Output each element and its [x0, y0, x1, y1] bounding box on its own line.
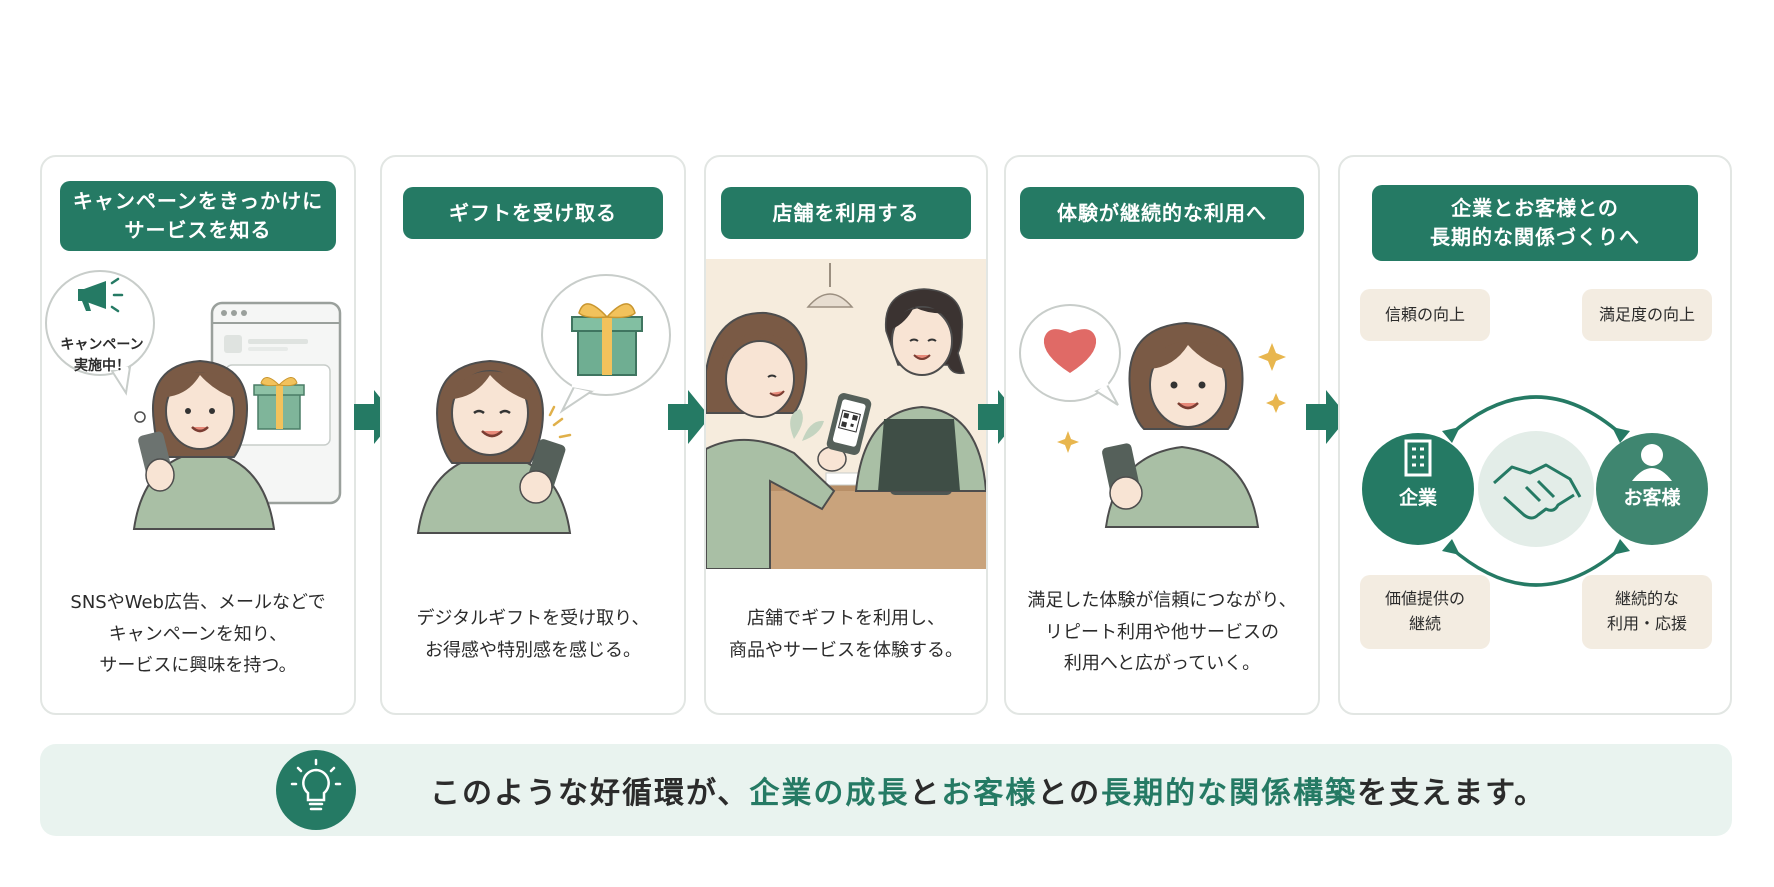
woman-figure [132, 359, 276, 530]
step-card-2: ギフトを受け取る デジタルギフトを受け取り、 お得感や特別感を感 [380, 155, 686, 715]
staff-figure [854, 288, 986, 492]
company-label: 企業 [1398, 487, 1437, 509]
summary-text: このような好循環が、企業の成長とお客様との長期的な関係構築を支えます。 [430, 744, 1546, 836]
step-illustration-gift [416, 274, 671, 534]
summary-highlight: 企業の成長 [749, 776, 910, 811]
customer-label: お客様 [1623, 487, 1681, 509]
step-card-1: キャンペーンをきっかけに サービスを知る [40, 155, 356, 715]
tag-continued-support: 継続的な 利用・応援 [1582, 575, 1712, 649]
handshake-icon [1493, 463, 1582, 520]
counter [746, 481, 986, 569]
step-title: 企業とお客様との 長期的な関係づくりへ [1372, 185, 1698, 261]
woman-figure [416, 359, 572, 534]
step-description: 店舗でギフトを利用し、 商品やサービスを体験する。 [729, 608, 963, 661]
step-description: SNSやWeb広告、メールなどで キャンペーンを知り、 サービスに興味を持つ。 [70, 592, 326, 676]
qr-code-icon [837, 409, 861, 433]
person-icon [1632, 444, 1672, 481]
customer-figure [706, 311, 847, 569]
tag-value-continuation: 価値提供の 継続 [1360, 575, 1490, 649]
summary-highlight: お客様 [941, 776, 1038, 811]
step-title: 店舗を利用する [721, 187, 971, 239]
customer-node [1596, 433, 1708, 545]
plant-icon [790, 409, 824, 441]
arrow-right-icon [354, 390, 396, 444]
step-illustration-repeat [1019, 304, 1286, 528]
sparkle-icon [1057, 343, 1286, 453]
company-node [1362, 433, 1474, 545]
summary-part: と [909, 776, 942, 811]
step-card-4: 体験が継続的な利用へ 満足した体験が信頼につながり、 リピート利用や他サービスの [1004, 155, 1320, 715]
step-card-3: 店舗を利用する [704, 155, 988, 715]
step-description: デジタルギフトを受け取り、 お得感や特別感を感じる。 [416, 608, 650, 661]
step-title: キャンペーンをきっかけに サービスを知る [60, 181, 336, 251]
cycle-arrow-top [1448, 395, 1624, 437]
lightbulb-icon [276, 750, 356, 830]
summary-highlight: 長期的な関係構築 [1101, 776, 1358, 811]
summary-part: を支えます。 [1357, 776, 1547, 811]
summary-part: このような好循環が、 [430, 776, 750, 811]
summary-banner: このような好循環が、企業の成長とお客様との長期的な関係構築を支えます。 [40, 744, 1732, 836]
step-illustration-campaign [45, 270, 342, 530]
relationship-cycle-diagram [1362, 395, 1708, 587]
speech-bubble [45, 270, 155, 396]
step-title: ギフトを受け取る [403, 187, 663, 239]
bubble-text: キャンペーン 実施中！ [60, 337, 144, 374]
gift-icon [571, 303, 643, 376]
step-description: 満足した体験が信頼につながり、 リピート利用や他サービスの 利用へと広がっていく… [1027, 590, 1297, 674]
gift-icon [253, 377, 305, 430]
summary-part: との [1037, 776, 1102, 811]
woman-figure [1102, 321, 1260, 528]
cycle-arrow-bottom [1448, 545, 1624, 587]
center-circle [1478, 431, 1594, 547]
step-title: 体験が継続的な利用へ [1020, 187, 1304, 239]
tag-satisfaction-improvement: 満足度の向上 [1582, 289, 1712, 341]
arrow-right-icon [668, 390, 710, 444]
megaphone-icon [78, 277, 124, 313]
tag-trust-improvement: 信頼の向上 [1360, 289, 1490, 341]
arrow-right-icon [1306, 390, 1348, 444]
heart-icon [1043, 329, 1097, 373]
arrow-right-icon [978, 390, 1020, 444]
step-card-5: 企業とお客様との 長期的な関係づくりへ 企業 お客様 信頼の向上 [1338, 155, 1732, 715]
building-icon [1404, 439, 1432, 477]
step-illustration-store [706, 259, 986, 569]
